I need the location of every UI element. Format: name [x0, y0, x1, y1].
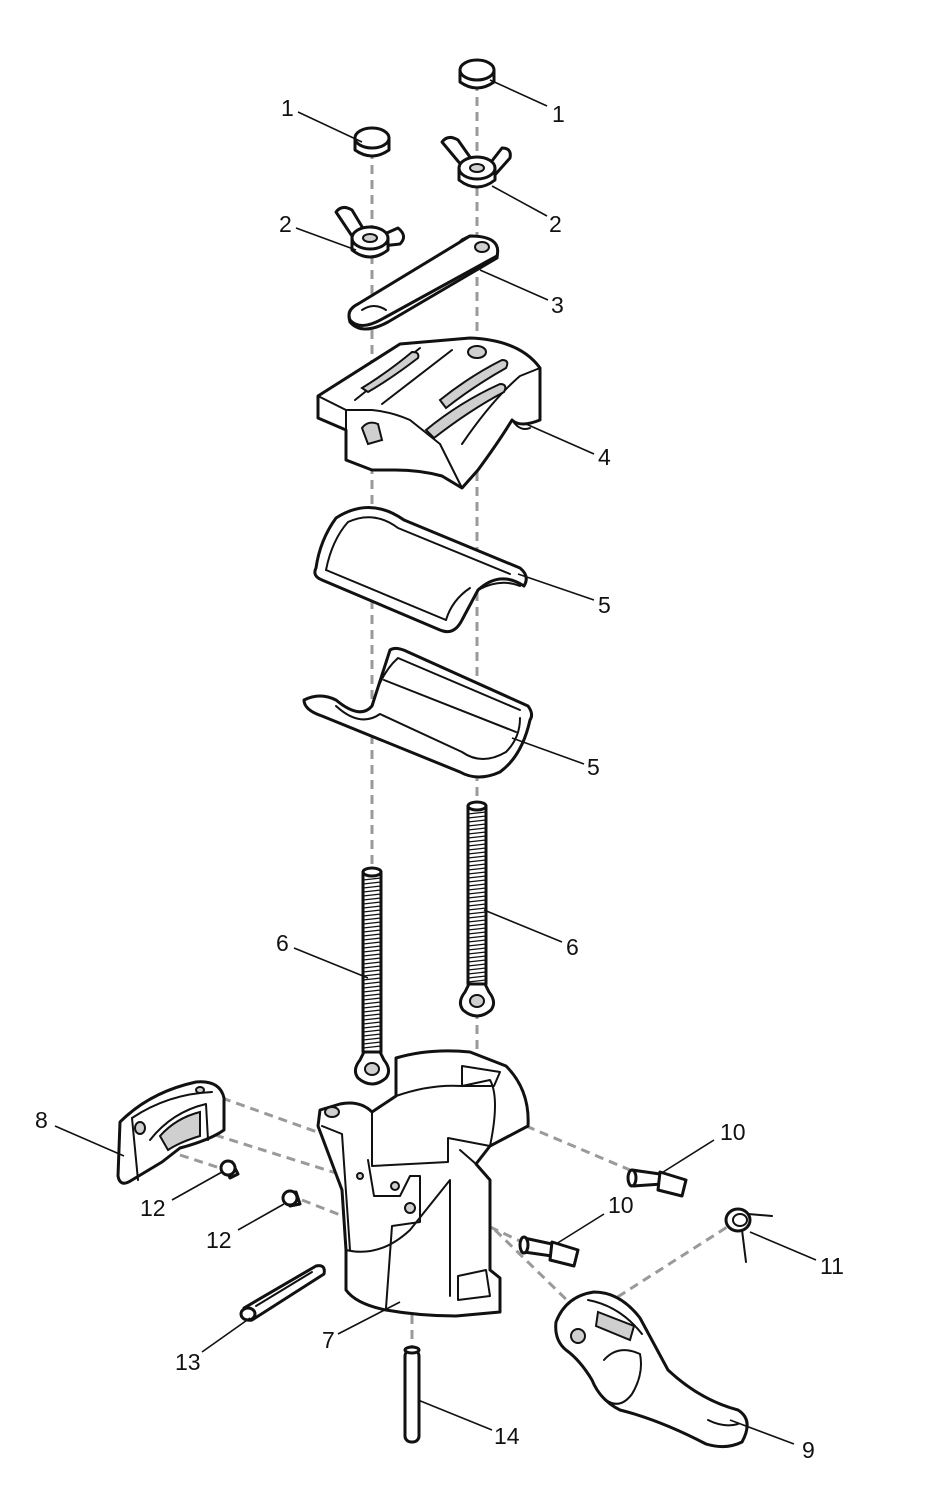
callout-wing-nut-right: 2	[549, 211, 562, 237]
torsion-spring	[724, 1207, 773, 1263]
pin-lower	[518, 1235, 580, 1268]
dowel-pin	[403, 1345, 421, 1444]
callout-cap-right: 1	[552, 101, 565, 127]
callout-pin-upper: 10	[720, 1119, 746, 1145]
cap-nut-left	[353, 126, 391, 158]
callout-saddle-pad-bottom: 5	[587, 754, 600, 780]
callout-cap-left: 1	[281, 95, 294, 121]
saddle-pad-top	[313, 506, 528, 634]
upper-clamp-block	[316, 336, 542, 490]
callout-bolt-right: 6	[566, 934, 579, 960]
threaded-bolt-right	[458, 800, 496, 1018]
callout-roll-pin: 13	[175, 1349, 201, 1375]
callout-bolt-left: 6	[276, 930, 289, 956]
callout-bushing-lower: 12	[206, 1227, 232, 1253]
callout-side-plate: 8	[35, 1107, 48, 1133]
callout-dowel-pin: 14	[494, 1423, 520, 1449]
main-body	[316, 1049, 530, 1318]
lever-handle	[554, 1290, 749, 1449]
wing-nut-left	[334, 205, 405, 259]
wing-nut-right	[440, 135, 512, 189]
threaded-bolt-left	[353, 866, 391, 1086]
saddle-pad-bottom	[302, 646, 534, 779]
callout-saddle-pad-top: 5	[598, 592, 611, 618]
callout-upper-clamp-block: 4	[598, 444, 611, 470]
callout-pin-lower: 10	[608, 1192, 634, 1218]
callout-lever-handle: 9	[802, 1437, 815, 1463]
callout-labels: 1 1 2 2 3 4 5 5 6 6 7 8 9 10 10 11 12 12…	[35, 95, 844, 1463]
side-plate	[116, 1080, 226, 1185]
bushing-upper	[219, 1159, 240, 1180]
leader-lines	[54, 79, 817, 1445]
bushing-lower	[281, 1189, 302, 1208]
roll-pin	[239, 1264, 326, 1322]
callout-link-plate: 3	[551, 292, 564, 318]
callout-main-body: 7	[322, 1327, 335, 1353]
callout-spring: 11	[820, 1253, 844, 1279]
callout-bushing-upper: 12	[140, 1195, 166, 1221]
link-plate	[347, 234, 500, 331]
pin-upper	[626, 1168, 688, 1198]
callout-wing-nut-left: 2	[279, 211, 292, 237]
cap-nut-right	[458, 58, 496, 90]
